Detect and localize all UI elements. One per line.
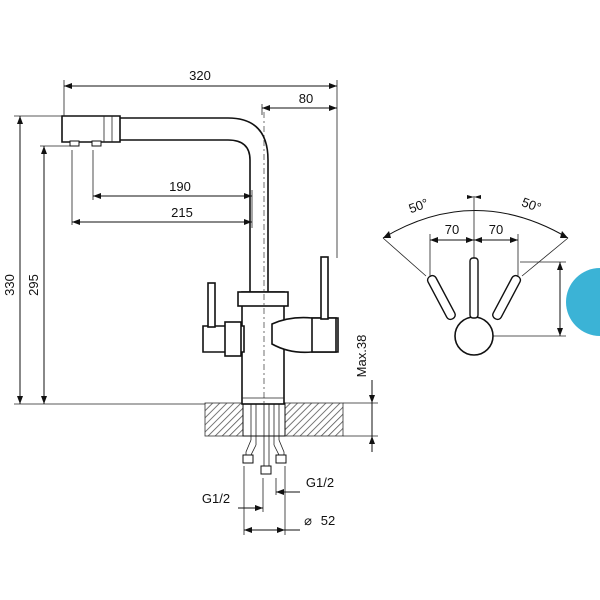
dim-diameter-52: 52 bbox=[321, 513, 335, 528]
dim-330: 330 bbox=[2, 274, 17, 296]
dim-320: 320 bbox=[189, 68, 211, 83]
top-offset-left: 70 bbox=[445, 222, 459, 237]
dim-190: 190 bbox=[169, 179, 191, 194]
dim-215: 215 bbox=[171, 205, 193, 220]
mounting-hoses bbox=[242, 402, 287, 475]
dimension-lines bbox=[17, 83, 375, 533]
dim-thread-left: G1/2 bbox=[202, 491, 230, 506]
top-angle-right: 50° bbox=[520, 194, 544, 215]
countertop bbox=[204, 402, 244, 437]
dim-max-38: Max.38 bbox=[354, 335, 369, 378]
faucet-side-view: 320 80 190 215 330 295 Max.38 G1/2 G1/2 … bbox=[2, 68, 378, 535]
dim-diameter-symbol: ⌀ bbox=[304, 513, 312, 528]
top-offset-right: 70 bbox=[489, 222, 503, 237]
top-view-body bbox=[454, 316, 494, 356]
faucet-body bbox=[61, 112, 339, 405]
top-view-spout bbox=[469, 257, 479, 319]
dim-thread-right: G1/2 bbox=[306, 475, 334, 490]
countertop bbox=[284, 402, 344, 437]
dim-80: 80 bbox=[299, 91, 313, 106]
edge-accent-circle bbox=[566, 268, 600, 336]
faucet-top-view: 50° 50° 70 70 88 bbox=[382, 194, 581, 356]
dim-295: 295 bbox=[26, 274, 41, 296]
top-angle-left: 50° bbox=[407, 195, 431, 216]
top-view-left-lever bbox=[426, 274, 456, 321]
top-view-right-lever bbox=[492, 274, 522, 321]
